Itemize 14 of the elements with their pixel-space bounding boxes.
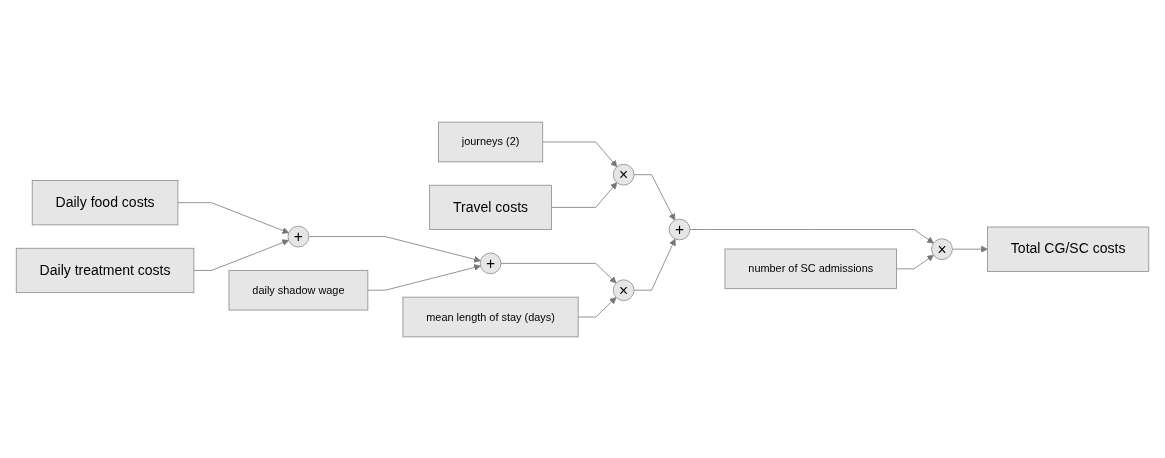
- node-box: Daily food costs: [31, 179, 179, 225]
- node-circle: ×: [931, 237, 953, 260]
- node-circle: +: [287, 225, 310, 247]
- node-box: mean length of stay (days): [402, 296, 579, 337]
- node-box: number of SC admissions: [724, 248, 897, 289]
- node-circle: ×: [612, 163, 635, 185]
- node-box: Total CG/SC costs: [987, 226, 1150, 272]
- node-box: Travel costs: [429, 184, 552, 230]
- node-box: journeys (2): [438, 121, 544, 162]
- node-circle: +: [479, 252, 502, 274]
- node-box: daily shadow wage: [228, 269, 369, 310]
- node-box: Daily treatment costs: [15, 247, 195, 293]
- node-circle: ×: [612, 278, 635, 301]
- node-circle: +: [668, 218, 691, 240]
